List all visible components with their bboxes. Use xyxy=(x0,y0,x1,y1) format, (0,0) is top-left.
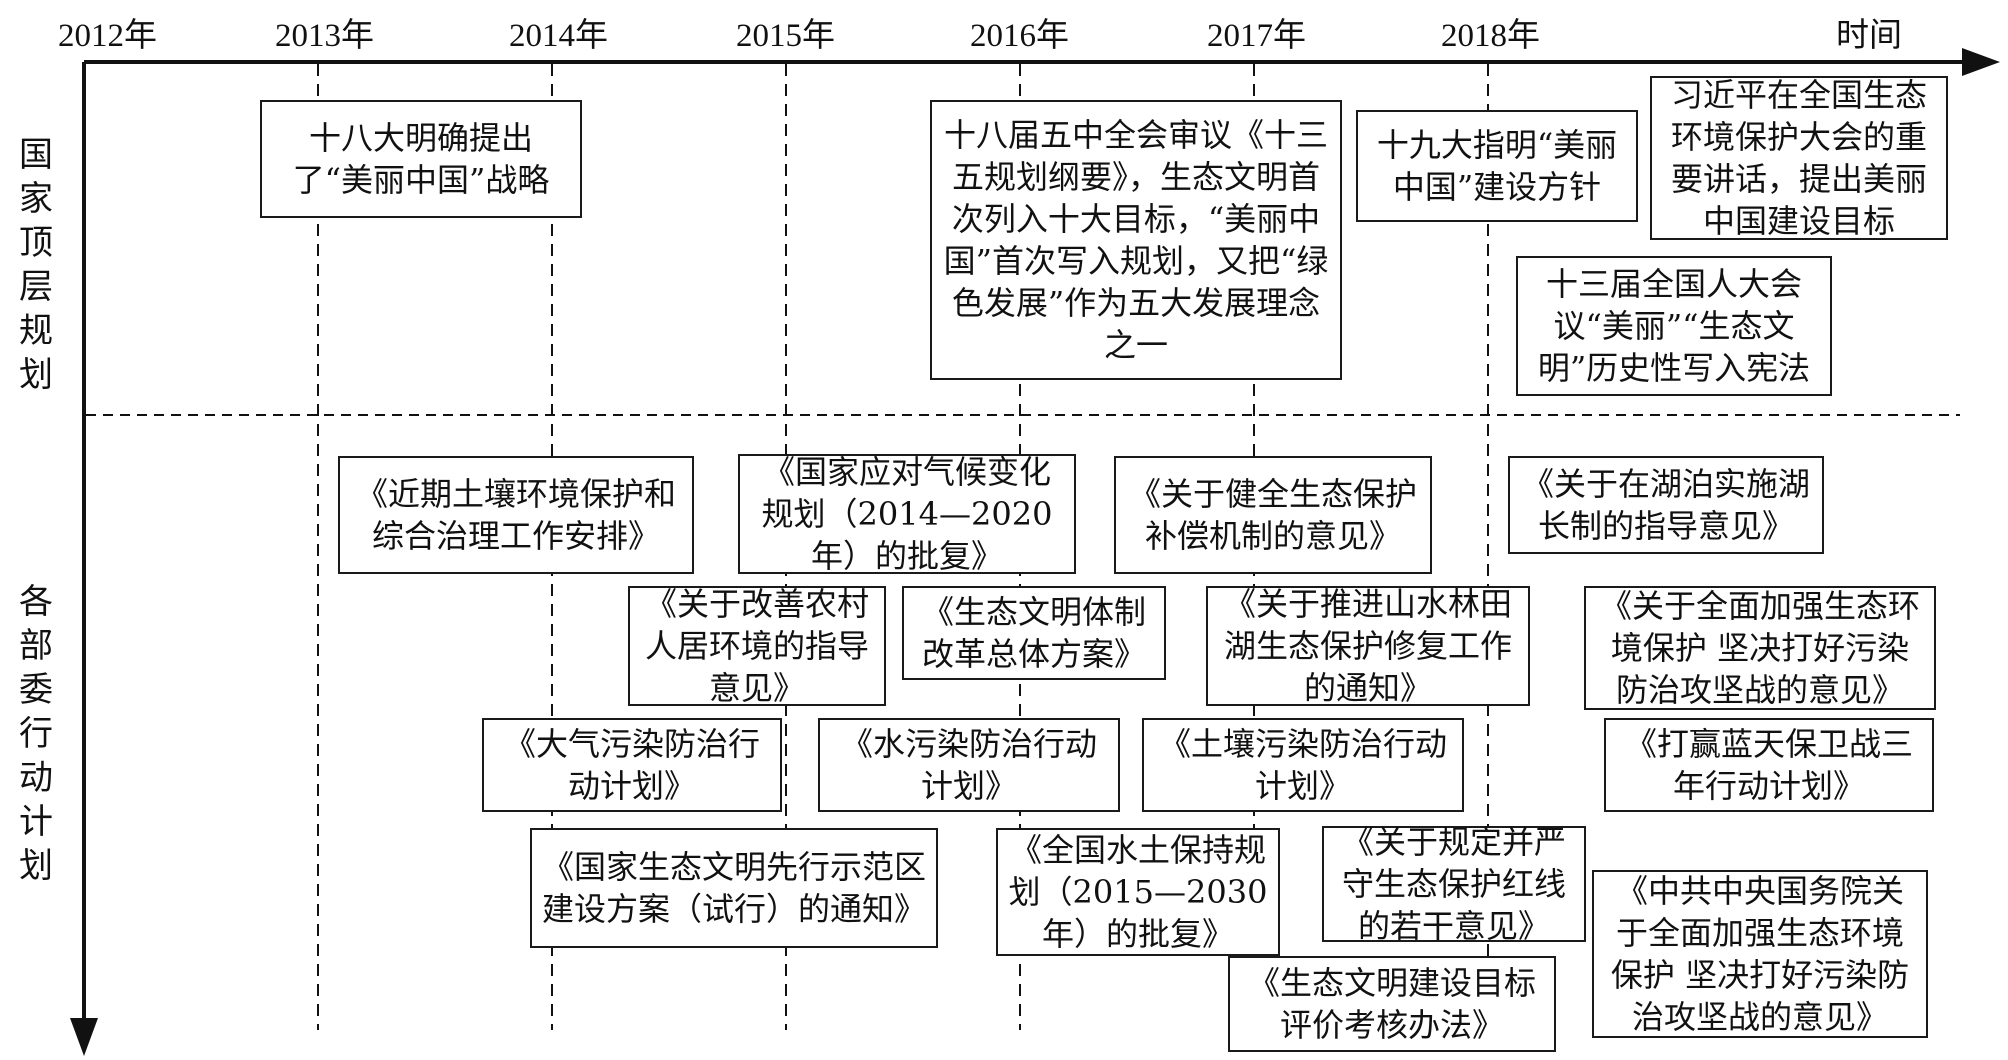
year-label-2013: 2013年 xyxy=(275,18,374,54)
plan-box: 《关于在湖泊实施湖长制的指导意见》 xyxy=(1508,456,1824,554)
plan-box: 《水污染防治行动计划》 xyxy=(818,718,1120,812)
event-box: 习近平在全国生态环境保护大会的重要讲话，提出美丽中国建设目标 xyxy=(1650,76,1948,240)
plan-text: 《中共中央国务院关于全面加强生态环境保护 坚决打好污染防治攻坚战的意见》 xyxy=(1610,872,1910,1036)
plan-text: 《关于规定并严守生态保护红线的若干意见》 xyxy=(1341,823,1566,945)
time-axis-arrow xyxy=(1962,48,2000,76)
plan-box: 《生态文明建设目标评价考核办法》 xyxy=(1228,956,1556,1052)
plan-text: 《关于改善农村人居环境的指导意见》 xyxy=(644,585,869,707)
year-label-2017: 2017年 xyxy=(1207,18,1306,54)
event-box: 十八届五中全会审议《十三五规划纲要》，生态文明首次列入十大目标，“美丽中国”首次… xyxy=(930,100,1342,380)
plan-text: 《近期土壤环境保护和综合治理工作安排》 xyxy=(355,475,676,555)
event-text: 十八届五中全会审议《十三五规划纲要》，生态文明首次列入十大目标，“美丽中国”首次… xyxy=(943,116,1329,364)
plan-text: 《国家应对气候变化规划（2014—2020年）的批复》 xyxy=(761,453,1053,575)
vertical-axis-arrow xyxy=(70,1018,98,1056)
plan-box: 《中共中央国务院关于全面加强生态环境保护 坚决打好污染防治攻坚战的意见》 xyxy=(1592,870,1928,1038)
year-label-2014: 2014年 xyxy=(509,18,608,54)
plan-box: 《国家生态文明先行示范区建设方案（试行）的通知》 xyxy=(530,828,938,948)
year-label-2018: 2018年 xyxy=(1441,18,1540,54)
plan-text: 《关于在湖泊实施湖长制的指导意见》 xyxy=(1521,465,1810,545)
year-label-2015: 2015年 xyxy=(736,18,835,54)
plan-text: 《关于全面加强生态环境保护 坚决打好污染防治攻坚战的意见》 xyxy=(1599,587,1920,709)
plan-text: 《全国水土保持规划（2015—2030年）的批复》 xyxy=(1008,831,1268,953)
plan-box: 《国家应对气候变化规划（2014—2020年）的批复》 xyxy=(738,453,1076,575)
plan-text: 《生态文明体制改革总体方案》 xyxy=(921,593,1146,673)
plan-box: 《关于规定并严守生态保护红线的若干意见》 xyxy=(1322,823,1586,945)
event-box: 十九大指明“美丽中国”建设方针 xyxy=(1356,110,1638,222)
plan-box: 《全国水土保持规划（2015—2030年）的批复》 xyxy=(996,828,1280,956)
plan-box: 《生态文明体制改革总体方案》 xyxy=(902,586,1166,680)
plan-text: 《大气污染防治行动计划》 xyxy=(503,725,760,805)
event-box: 十八大明确提出了“美丽中国”战略 xyxy=(260,100,582,218)
year-label-2016: 2016年 xyxy=(970,18,1069,54)
plan-box: 《关于改善农村人居环境的指导意见》 xyxy=(628,585,886,707)
year-label-2012: 2012年 xyxy=(58,18,157,54)
plan-text: 《关于推进山水林田湖生态保护修复工作的通知》 xyxy=(1223,585,1512,707)
plan-text: 《国家生态文明先行示范区建设方案（试行）的通知》 xyxy=(542,848,927,928)
event-text: 习近平在全国生态环境保护大会的重要讲话，提出美丽中国建设目标 xyxy=(1670,76,1927,240)
time-axis-label: 时间 xyxy=(1836,15,1902,54)
plan-text: 《打赢蓝天保卫战三年行动计划》 xyxy=(1624,725,1913,805)
plan-text: 《水污染防治行动计划》 xyxy=(840,725,1097,805)
plan-box: 《大气污染防治行动计划》 xyxy=(482,718,782,812)
event-text: 十三届全国人大会议“美丽”“生态文明”历史性写入宪法 xyxy=(1537,265,1811,387)
plan-text: 《关于健全生态保护补偿机制的意见》 xyxy=(1128,475,1417,555)
row-label-top: 国家顶层规划 xyxy=(19,135,53,395)
plan-box: 《打赢蓝天保卫战三年行动计划》 xyxy=(1604,718,1934,812)
plan-box: 《关于推进山水林田湖生态保护修复工作的通知》 xyxy=(1206,585,1530,707)
event-box: 十三届全国人大会议“美丽”“生态文明”历史性写入宪法 xyxy=(1516,256,1832,396)
plan-box: 《关于全面加强生态环境保护 坚决打好污染防治攻坚战的意见》 xyxy=(1584,586,1936,710)
plan-text: 《土壤污染防治行动计划》 xyxy=(1158,725,1447,805)
event-text: 十八大明确提出了“美丽中国”战略 xyxy=(292,119,550,199)
plan-text: 《生态文明建设目标评价考核办法》 xyxy=(1247,964,1536,1044)
plan-box: 《近期土壤环境保护和综合治理工作安排》 xyxy=(338,456,694,574)
plan-box: 《土壤污染防治行动计划》 xyxy=(1142,718,1464,812)
plan-box: 《关于健全生态保护补偿机制的意见》 xyxy=(1114,456,1432,574)
row-label-bottom: 各部委行动计划 xyxy=(19,582,53,886)
event-text: 十九大指明“美丽中国”建设方针 xyxy=(1376,126,1618,206)
